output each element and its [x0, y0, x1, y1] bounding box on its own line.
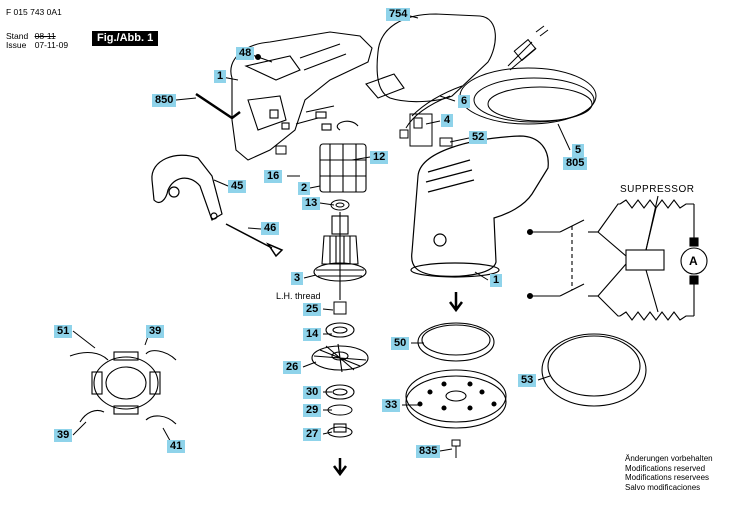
- issue-label: Issue: [6, 40, 27, 50]
- part-25: [333, 301, 347, 315]
- armature-3: [313, 212, 367, 300]
- issue-line: Issue 07-11-09: [6, 41, 68, 50]
- issue-date: 07-11-09: [34, 40, 69, 50]
- part-label-25: 25: [303, 303, 322, 316]
- sander-assembly: [410, 135, 549, 278]
- top-cover-754: [365, 13, 496, 103]
- stand-label: Stand: [6, 31, 29, 41]
- stand-date: 08-11: [34, 31, 56, 41]
- pin-46: [225, 223, 284, 258]
- part-label-51: 51: [54, 325, 73, 338]
- housing-half: [230, 31, 373, 161]
- stand-line: Stand 08-11: [6, 32, 56, 41]
- part-label-5: 5: [572, 144, 585, 157]
- part-label-805: 805: [563, 157, 588, 170]
- modification-notes: Änderungen vorbehalten Modifications res…: [625, 454, 713, 492]
- note-line: Modifications reservees: [625, 473, 710, 482]
- document-code: F 015 743 0A1: [6, 7, 62, 17]
- part-label-39: 39: [146, 325, 165, 338]
- part-label-33: 33: [382, 399, 401, 412]
- motor-symbol: A: [689, 254, 698, 268]
- part-27: [327, 423, 353, 438]
- part-label-754: 754: [386, 8, 411, 21]
- screw-835: [451, 439, 461, 458]
- note-line: Modifications reserved: [625, 463, 706, 473]
- brush-holder-assembly: [69, 350, 177, 425]
- ring-50: [417, 322, 495, 362]
- part-label-3: 3: [291, 272, 304, 285]
- part-label-46: 46: [261, 222, 280, 235]
- part-label-27: 27: [303, 428, 322, 441]
- part-label-30: 30: [303, 386, 322, 399]
- part-label-14: 14: [303, 328, 322, 341]
- handle-45: [151, 154, 223, 221]
- figure-label: Fig./Abb. 1: [92, 31, 159, 46]
- part-label-26: 26: [283, 361, 302, 374]
- suppressor-label: SUPPRESSOR: [620, 184, 695, 195]
- part-label-39-lower: 39: [54, 429, 73, 442]
- suppressor-circuit: [526, 195, 708, 321]
- part-label-29: 29: [303, 404, 322, 417]
- hex-key-850: [195, 92, 241, 120]
- part-label-2: 2: [298, 182, 311, 195]
- part-label-52: 52: [469, 131, 488, 144]
- part-label-12: 12: [370, 151, 389, 164]
- stator-2: [319, 120, 367, 193]
- ring-29: [327, 404, 353, 416]
- part-label-1: 1: [214, 70, 227, 83]
- part-label-1-sander: 1: [490, 274, 503, 287]
- screw-48: [255, 54, 273, 63]
- fan-26: [311, 343, 369, 373]
- down-arrow-icon: [333, 458, 347, 477]
- part-label-4: 4: [441, 114, 454, 127]
- part-label-48: 48: [236, 47, 255, 60]
- note-line: Änderungen vorbehalten: [625, 454, 713, 463]
- brush-holder-16: [275, 145, 287, 155]
- part-label-6: 6: [458, 95, 471, 108]
- part-label-850: 850: [152, 94, 177, 107]
- power-cable: [405, 25, 597, 129]
- part-label-41: 41: [167, 440, 186, 453]
- bearing-30: [325, 384, 355, 400]
- part-label-13: 13: [302, 197, 321, 210]
- part-label-53: 53: [518, 374, 537, 387]
- seal-53: [541, 333, 647, 407]
- part-label-50: 50: [391, 337, 410, 350]
- part-52: [439, 137, 453, 147]
- down-arrow-icon: [449, 292, 463, 313]
- part-label-835: 835: [416, 445, 441, 458]
- note-line: Salvo modificaciones: [625, 482, 701, 492]
- switch-4: [399, 113, 433, 147]
- part-label-16: 16: [264, 170, 283, 183]
- part-label-45: 45: [228, 180, 247, 193]
- bearing-14: [325, 322, 355, 338]
- lh-thread-label: L.H. thread: [276, 291, 321, 301]
- sanding-pad-33: [405, 369, 507, 429]
- bearing-13: [330, 199, 350, 211]
